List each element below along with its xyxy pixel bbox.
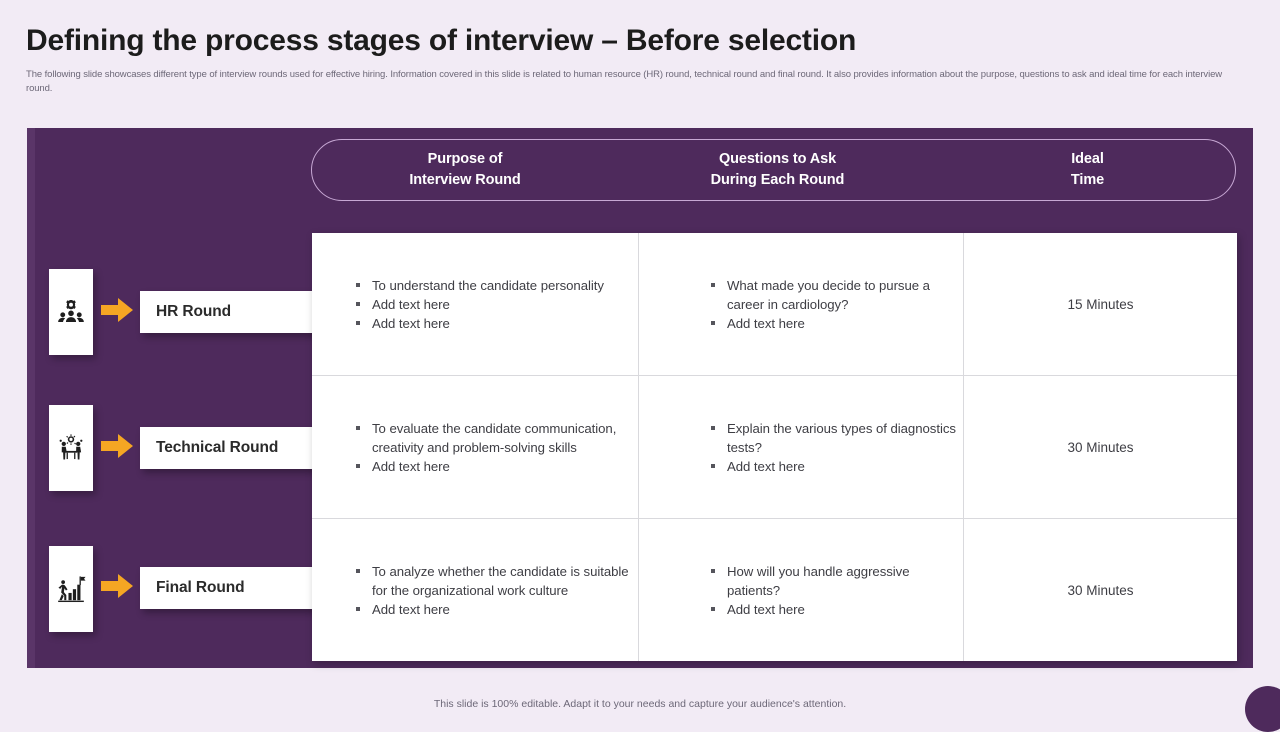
stage-label-chip-technical[interactable]: Technical Round: [140, 427, 330, 469]
cell-ideal-time-final: 30 Minutes: [964, 519, 1237, 661]
cell-purpose-technical: To evaluate the candidate communication,…: [312, 376, 639, 518]
footer-note: This slide is 100% editable. Adapt it to…: [433, 698, 847, 710]
stage-label-technical: Technical Round: [156, 439, 279, 456]
stage-icon-tile-technical: [49, 405, 93, 491]
stage-icon-tile-hr: [49, 269, 93, 355]
column-header-ideal-time-line2: Time: [1070, 172, 1105, 188]
bullet-list: How will you handle aggressive patients?…: [711, 562, 963, 619]
content-panel: HR Round: [27, 128, 1253, 668]
column-header-questions: Questions to Ask During Each Round: [615, 140, 940, 200]
list-item: Add text here: [356, 600, 638, 619]
page-subtitle: The following slide showcases different …: [26, 69, 1223, 94]
list-item: Add text here: [711, 314, 963, 333]
list-item: What made you decide to pursue a career …: [711, 276, 963, 314]
ideal-time-value: 30 Minutes: [1067, 439, 1134, 455]
panel-left-accent-band: [27, 128, 35, 668]
column-header-questions-line2: During Each Round: [710, 172, 845, 188]
corner-decoration-circle: [1245, 686, 1280, 732]
column-header-purpose: Purpose of Interview Round: [315, 140, 615, 200]
stage-icon-tile-final: [49, 546, 93, 632]
stage-label-chip-hr[interactable]: HR Round: [140, 291, 330, 333]
list-item: To analyze whether the candidate is suit…: [356, 562, 638, 600]
column-header-questions-line1: Questions to Ask: [718, 151, 837, 167]
list-item: Add text here: [356, 295, 604, 314]
list-item: Add text here: [356, 314, 604, 333]
cell-questions-hr: What made you decide to pursue a career …: [639, 233, 964, 375]
table-row: To evaluate the candidate communication,…: [312, 376, 1237, 519]
arrow-right-icon-technical: [99, 431, 135, 461]
bullet-list: To evaluate the candidate communication,…: [356, 419, 638, 476]
table-header-pill: Purpose of Interview Round Questions to …: [311, 139, 1236, 201]
ideal-time-value: 30 Minutes: [1067, 582, 1134, 598]
column-header-ideal-time: Ideal Time: [940, 140, 1235, 200]
gear-people-icon: [56, 297, 86, 327]
bullet-list: Explain the various types of diagnostics…: [711, 419, 963, 476]
bullet-list: What made you decide to pursue a career …: [711, 276, 963, 333]
list-item: Add text here: [711, 457, 963, 476]
cell-questions-technical: Explain the various types of diagnostics…: [639, 376, 964, 518]
list-item: To understand the candidate personality: [356, 276, 604, 295]
column-header-purpose-line2: Interview Round: [409, 172, 521, 188]
list-item: To evaluate the candidate communication,…: [356, 419, 638, 457]
interview-table-icon: [56, 433, 86, 463]
arrow-right-icon-hr: [99, 295, 135, 325]
page-title: Defining the process stages of interview…: [26, 24, 857, 57]
table-row: To understand the candidate personality …: [312, 233, 1237, 376]
bullet-list: To analyze whether the candidate is suit…: [356, 562, 638, 619]
arrow-right-icon-final: [99, 571, 135, 601]
cell-ideal-time-hr: 15 Minutes: [964, 233, 1237, 375]
list-item: Add text here: [711, 600, 963, 619]
ideal-time-value: 15 Minutes: [1067, 296, 1134, 312]
list-item: Explain the various types of diagnostics…: [711, 419, 963, 457]
bullet-list: To understand the candidate personality …: [356, 276, 604, 333]
cell-purpose-final: To analyze whether the candidate is suit…: [312, 519, 639, 661]
interview-rounds-table: To understand the candidate personality …: [312, 233, 1237, 661]
table-row: To analyze whether the candidate is suit…: [312, 519, 1237, 661]
stage-label-chip-final[interactable]: Final Round: [140, 567, 330, 609]
cell-questions-final: How will you handle aggressive patients?…: [639, 519, 964, 661]
cell-ideal-time-technical: 30 Minutes: [964, 376, 1237, 518]
cell-purpose-hr: To understand the candidate personality …: [312, 233, 639, 375]
list-item: Add text here: [356, 457, 638, 476]
list-item: How will you handle aggressive patients?: [711, 562, 963, 600]
stage-label-hr: HR Round: [156, 303, 231, 320]
stage-label-final: Final Round: [156, 579, 245, 596]
growth-flag-icon: [56, 574, 86, 604]
column-header-purpose-line1: Purpose of: [427, 151, 503, 167]
column-header-ideal-time-line1: Ideal: [1071, 151, 1104, 167]
